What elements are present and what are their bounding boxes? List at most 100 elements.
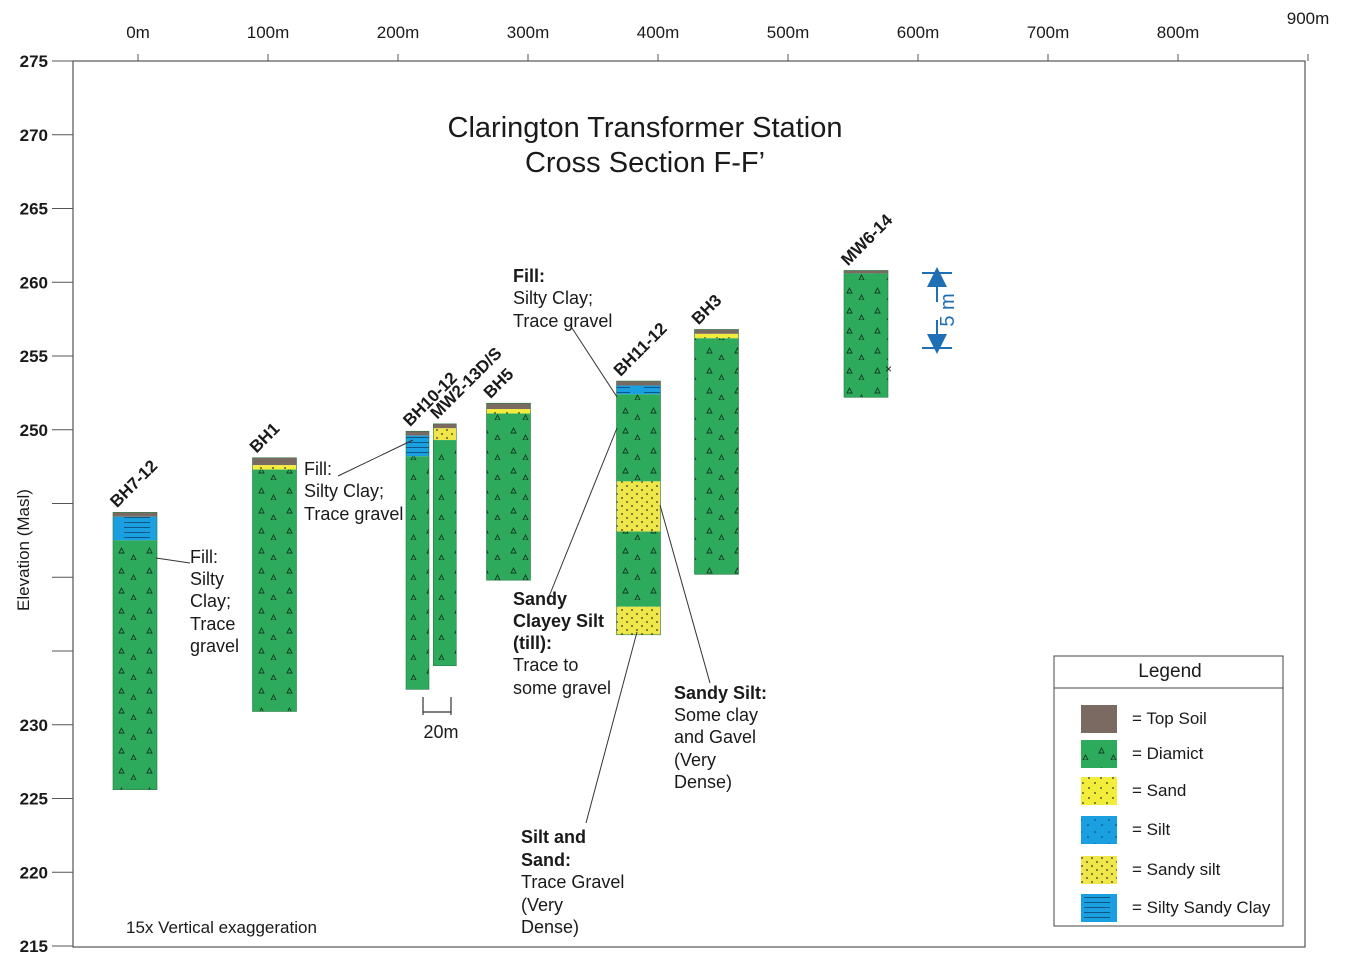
svg-text:Dense): Dense) <box>521 917 579 937</box>
x-tick-label: 500m <box>767 23 810 42</box>
legend-title: Legend <box>1138 661 1201 682</box>
legend-label: = Sand <box>1132 781 1186 800</box>
borehole-layer-silty-sandy-clay <box>406 436 429 457</box>
svg-text:Trace Gravel: Trace Gravel <box>521 872 624 892</box>
legend-swatch-sandy-silt <box>1081 856 1117 884</box>
svg-text:Trace to: Trace to <box>513 655 578 675</box>
svg-text:Clayey Silt: Clayey Silt <box>513 611 604 631</box>
borehole-layer-diamict <box>617 532 661 607</box>
svg-text:Some clay: Some clay <box>674 705 758 725</box>
borehole-bh1: BH1 <box>246 419 297 711</box>
borehole-layer-diamict <box>406 456 429 689</box>
borehole-layer-top-soil <box>487 403 531 409</box>
annotation-bh11-fill: Fill: Silty Clay; Trace gravel <box>513 266 612 331</box>
x-tick-label: 400m <box>637 23 680 42</box>
borehole-label: BH3 <box>688 291 725 328</box>
x-tick-label: 100m <box>247 23 290 42</box>
svg-text:Silt and: Silt and <box>521 827 586 847</box>
leader-bh11-fill <box>570 325 617 397</box>
borehole-layer-diamict <box>253 470 297 712</box>
vertical-exaggeration-note: 15x Vertical exaggeration <box>126 918 317 937</box>
boreholes: BH7-12BH1BH10-12MW2-13D/SBH5BH11-12BH3MW… <box>106 210 896 790</box>
borehole-bh3: BH3 <box>688 291 739 575</box>
borehole-layer-diamict <box>695 338 739 574</box>
borehole-layer-diamict <box>617 394 661 481</box>
horizontal-scale-bar <box>423 697 451 715</box>
legend-label: = Sandy silt <box>1132 860 1221 879</box>
x-tick-label: 800m <box>1157 23 1200 42</box>
borehole-layer-sand <box>253 465 297 469</box>
borehole-layer-top-soil <box>433 424 456 428</box>
svg-text:Sand:: Sand: <box>521 850 571 870</box>
leader-bh7-fill <box>156 558 190 563</box>
legend-swatch-top-soil <box>1081 705 1117 733</box>
x-tick-label: 900m <box>1287 9 1330 28</box>
svg-text:Clay;: Clay; <box>190 591 231 611</box>
legend-swatch-diamict <box>1081 740 1117 768</box>
svg-text:gravel: gravel <box>190 636 239 656</box>
borehole-layer-top-soil <box>406 431 429 435</box>
borehole-bh11-12: BH11-12 <box>610 319 671 635</box>
svg-text:Fill:: Fill: <box>513 266 545 286</box>
y-tick-label: 215 <box>20 937 48 956</box>
borehole-label: BH7-12 <box>106 456 161 511</box>
legend-label: = Top Soil <box>1132 709 1207 728</box>
borehole-label: BH11-12 <box>610 319 671 380</box>
svg-text:Trace gravel: Trace gravel <box>304 504 403 524</box>
borehole-layer-sand <box>487 409 531 413</box>
borehole-layer-sand <box>695 334 739 338</box>
annotation-silt-and-sand: Silt and Sand: Trace Gravel (Very Dense) <box>521 827 624 937</box>
borehole-layer-sandy-silt <box>617 607 661 635</box>
svg-text:Trace: Trace <box>190 614 235 634</box>
legend-label: = Silty Sandy Clay <box>1132 898 1271 917</box>
borehole-layer-silty-sandy-clay <box>113 517 157 541</box>
borehole-layer-top-soil <box>617 381 661 385</box>
legend-label: = Silt <box>1132 820 1171 839</box>
borehole-layer-diamict <box>487 414 531 581</box>
svg-text:Silty Clay;: Silty Clay; <box>304 481 384 501</box>
chart-title-line1: Clarington Transformer Station <box>448 112 843 144</box>
borehole-layer-top-soil <box>253 458 297 465</box>
svg-text:Silty: Silty <box>190 569 224 589</box>
chart-title-line2: Cross Section F-F’ <box>525 147 765 179</box>
borehole-layer-sandy-silt <box>433 428 456 440</box>
leader-bh10-fill <box>338 440 413 476</box>
svg-text:Sandy: Sandy <box>513 589 567 609</box>
svg-text:some gravel: some gravel <box>513 678 611 698</box>
vertical-scale-label: 5 m <box>937 293 959 326</box>
y-tick-label: 270 <box>20 126 48 145</box>
leader-silt-and-sand <box>586 632 637 823</box>
y-tick-label: 220 <box>20 863 48 882</box>
borehole-layer-sandy-silt <box>617 481 661 531</box>
annotation-sandy-clayey-silt: Sandy Clayey Silt (till): Trace to some … <box>513 589 611 698</box>
horizontal-scale-label: 20m <box>423 722 458 742</box>
svg-text:and Gavel: and Gavel <box>674 727 756 747</box>
y-tick-label: 275 <box>20 52 48 71</box>
y-axis-title: Elevation (Masl) <box>14 489 33 611</box>
annotation-sandy-silt: Sandy Silt: Some clay and Gavel (Very De… <box>674 683 767 792</box>
borehole-layer-silty-sandy-clay <box>617 386 661 395</box>
borehole-label: BH1 <box>246 419 283 456</box>
x-tick-label: 600m <box>897 23 940 42</box>
y-tick-label: 255 <box>20 347 48 366</box>
borehole-label: MW6-14 <box>837 210 896 269</box>
svg-text:Fill:: Fill: <box>190 547 218 567</box>
borehole-layer-diamict <box>113 540 157 789</box>
svg-text:(Very: (Very <box>521 895 563 915</box>
legend-label: = Diamict <box>1132 744 1204 763</box>
borehole-layer-top-soil <box>695 329 739 333</box>
svg-text:(Very: (Very <box>674 750 716 770</box>
borehole-bh5: BH5 <box>480 365 531 581</box>
svg-text:(till):: (till): <box>513 633 552 653</box>
svg-text:Sandy Silt:: Sandy Silt: <box>674 683 767 703</box>
borehole-bh7-12: BH7-12 <box>106 456 161 789</box>
legend-swatch-silt <box>1081 816 1117 844</box>
legend: Legend = Top Soil = Diamict = Sand = Silt = … <box>1054 656 1283 926</box>
y-tick-label: 225 <box>20 790 48 809</box>
borehole-layer-top-soil <box>113 512 157 516</box>
svg-text:Trace gravel: Trace gravel <box>513 311 612 331</box>
point-mark: × <box>885 362 892 376</box>
x-tick-label: 0m <box>126 23 150 42</box>
